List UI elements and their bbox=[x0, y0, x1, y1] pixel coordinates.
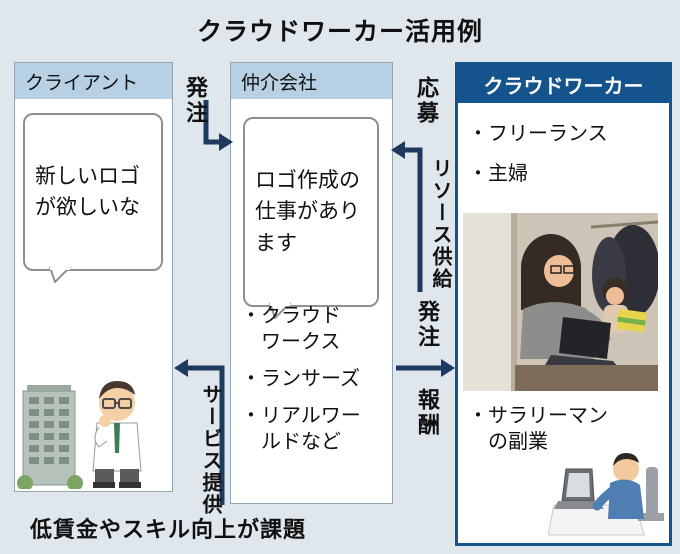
speech-tail bbox=[49, 267, 71, 283]
flow-label-service: サービス提供 bbox=[199, 384, 221, 516]
side-job-illustration bbox=[548, 453, 664, 536]
broker-box: 仲介会社 ロゴ作成の 仕事があり ます ・クラウド ワークス ・ランサーズ ・リ… bbox=[230, 62, 393, 504]
list-item: ・クラウド ワークス bbox=[241, 305, 341, 353]
flow-label-order-bottom: 発注 bbox=[415, 300, 440, 350]
man-figure bbox=[92, 381, 142, 488]
list-item: ・リアルワー ルドなど bbox=[241, 405, 361, 453]
list-item: ・フリーランス bbox=[468, 123, 608, 145]
broker-speech-bubble: ロゴ作成の 仕事があり ます bbox=[243, 117, 379, 319]
broker-speech-text: ロゴ作成の 仕事があり ます bbox=[255, 168, 360, 255]
side-job-item: ・サラリーマン の副業 bbox=[468, 403, 618, 466]
flow-label-resource-supply: リソース供給 bbox=[429, 158, 451, 290]
building-icon bbox=[17, 385, 83, 489]
client-box-header: クライアント bbox=[15, 63, 172, 99]
broker-box-header: 仲介会社 bbox=[231, 63, 392, 99]
list-item: ・ランサーズ bbox=[241, 368, 360, 390]
broker-service-list: ・クラウド ワークス ・ランサーズ ・リアルワー ルドなど bbox=[241, 303, 386, 466]
worker-box-header: クラウドワーカー bbox=[458, 65, 669, 103]
flow-label-apply: 応募 bbox=[414, 76, 439, 126]
worker-photo bbox=[463, 213, 658, 391]
page-title: クラウドワーカー活用例 bbox=[196, 18, 483, 46]
worker-type-list: ・フリーランス ・主婦 bbox=[468, 121, 658, 198]
client-speech-bubble: 新しいロゴ が欲しいな bbox=[23, 113, 163, 283]
list-item: ・サラリーマン の副業 bbox=[468, 405, 608, 453]
client-speech-text: 新しいロゴ が欲しいな bbox=[35, 164, 140, 220]
apply-supply-arrow bbox=[391, 141, 423, 292]
footer-caption: 低賃金やスキル向上が課題 bbox=[30, 517, 307, 542]
order-reward-arrow bbox=[396, 359, 455, 377]
thinking-man-illustration bbox=[17, 381, 142, 489]
flow-label-reward: 報酬 bbox=[415, 388, 440, 438]
client-box: クライアント 新しいロゴ が欲しいな bbox=[14, 62, 173, 492]
list-item: ・主婦 bbox=[468, 163, 528, 185]
flow-label-order-top: 発注 bbox=[183, 76, 208, 126]
speech-tail bbox=[269, 302, 291, 319]
worker-box: クラウドワーカー ・フリーランス ・主婦 bbox=[455, 62, 672, 546]
